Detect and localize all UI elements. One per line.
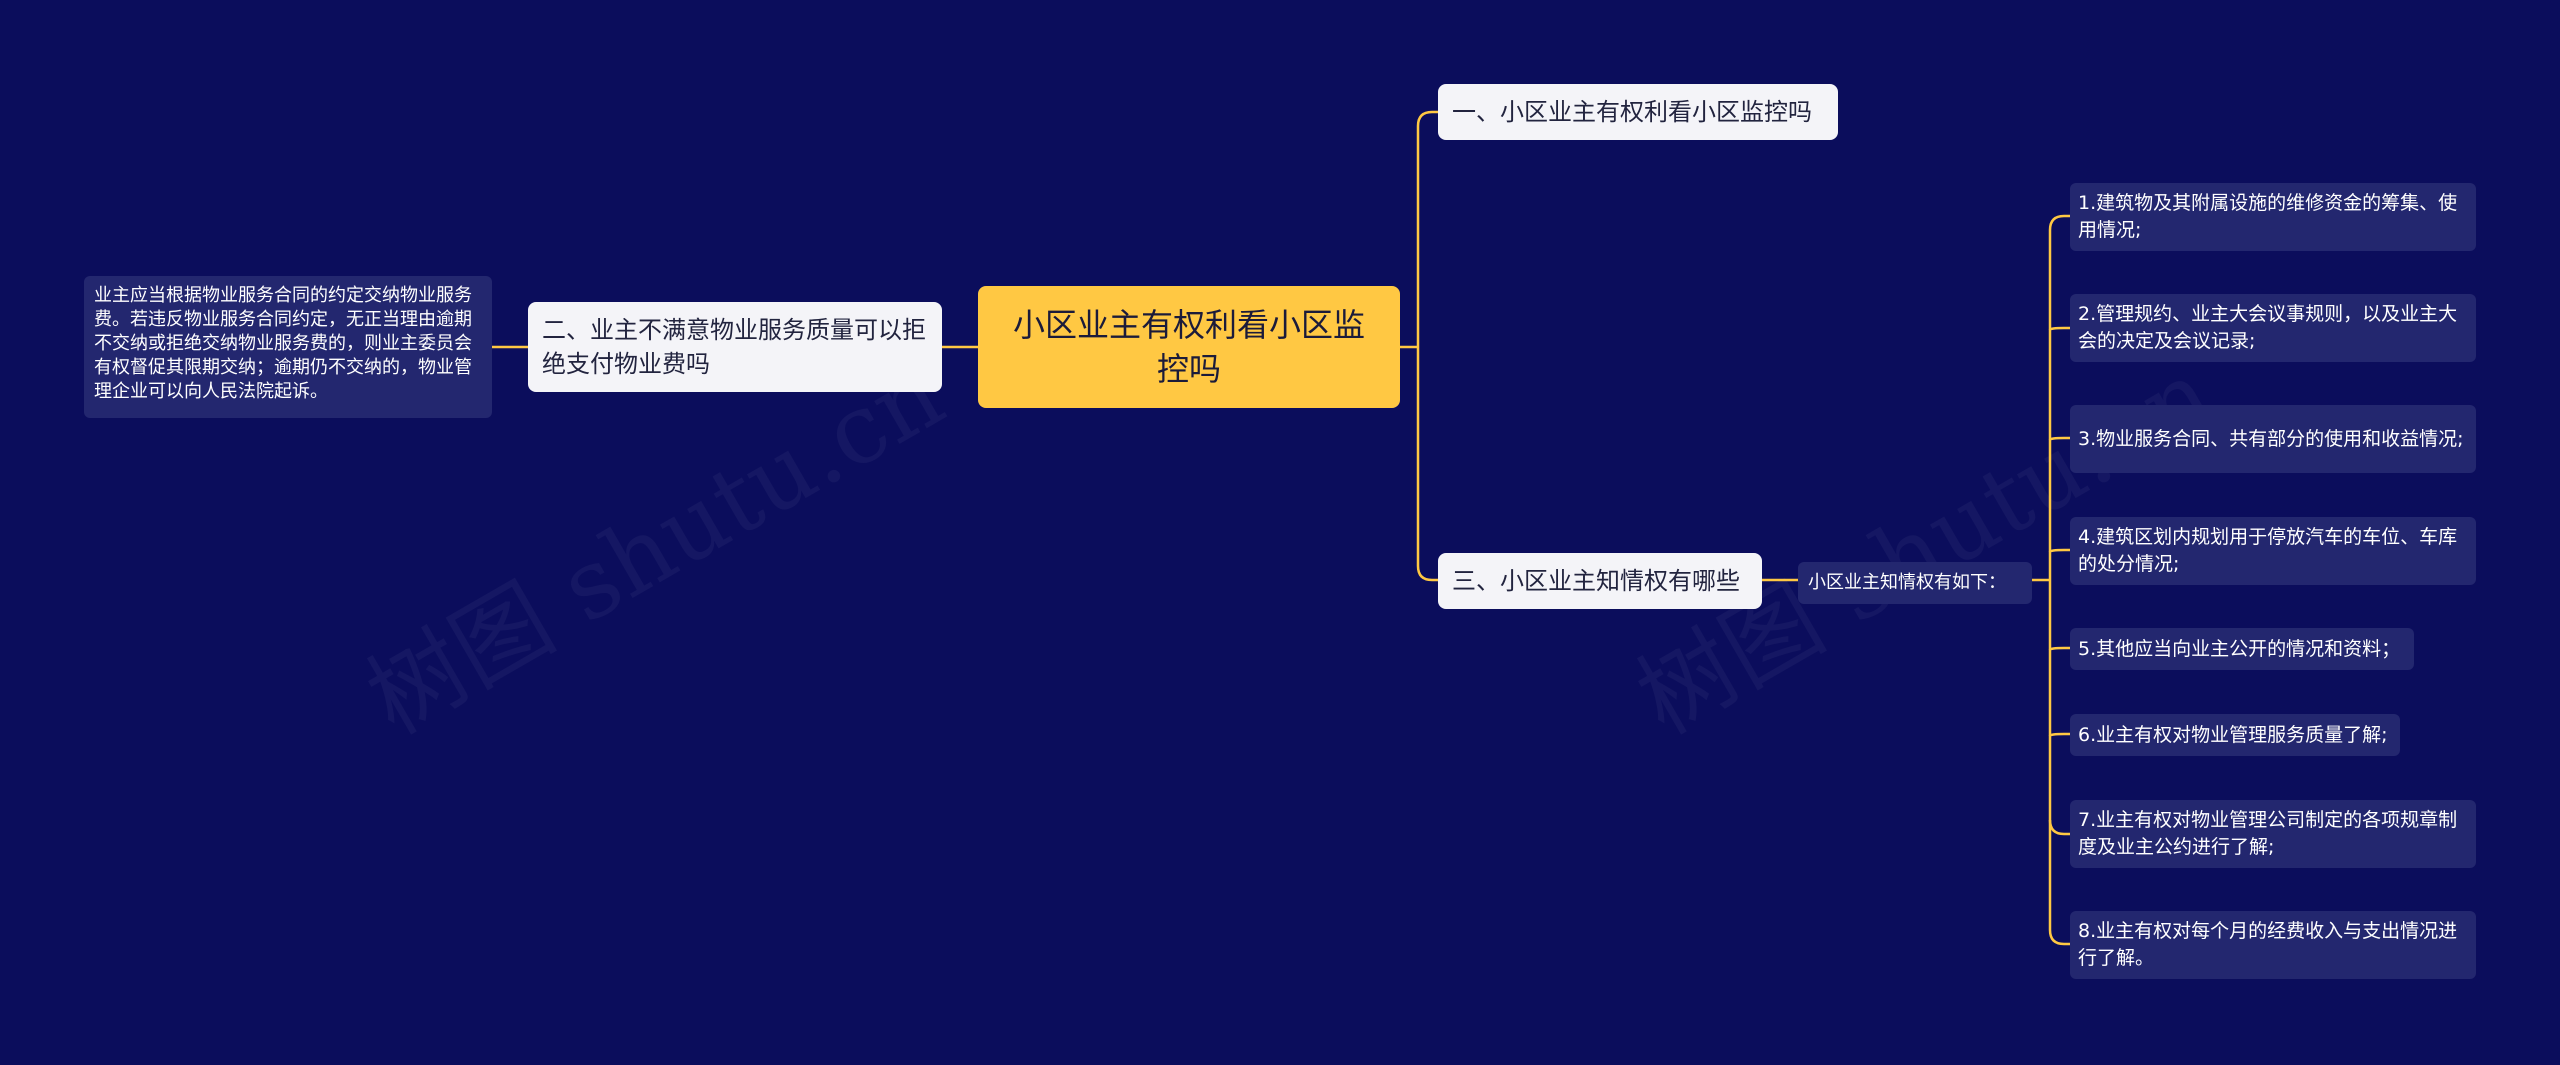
knowledge-item-2[interactable]: 2.管理规约、业主大会议事规则，以及业主大会的决定及会议记录; bbox=[2070, 294, 2476, 362]
connector-item-3 bbox=[2048, 436, 2070, 441]
knowledge-item-6[interactable]: 6.业主有权对物业管理服务质量了解; bbox=[2070, 714, 2400, 756]
branch-3-topic[interactable]: 三、小区业主知情权有哪些 bbox=[1438, 553, 1762, 609]
connector-to-branch-3 bbox=[1416, 347, 1438, 582]
knowledge-item-5[interactable]: 5.其他应当向业主公开的情况和资料； bbox=[2070, 628, 2414, 670]
knowledge-item-3[interactable]: 3.物业服务合同、共有部分的使用和收益情况; bbox=[2070, 405, 2476, 473]
branch-2-detail[interactable]: 业主应当根据物业服务合同的约定交纳物业服务费。若违反物业服务合同约定，无正当理由… bbox=[84, 276, 492, 418]
connector-to-branch-1 bbox=[1416, 110, 1438, 347]
branch-3-sub-label[interactable]: 小区业主知情权有如下： bbox=[1798, 562, 2032, 604]
connector-item-5 bbox=[2048, 646, 2070, 651]
connector-item-4 bbox=[2048, 548, 2070, 553]
connector-item-1 bbox=[2048, 214, 2070, 580]
connector-item-8 bbox=[2048, 819, 2070, 836]
knowledge-item-7[interactable]: 7.业主有权对物业管理公司制定的各项规章制度及业主公约进行了解; bbox=[2070, 800, 2476, 868]
knowledge-item-1[interactable]: 1.建筑物及其附属设施的维修资金的筹集、使用情况; bbox=[2070, 183, 2476, 251]
connector-item-6 bbox=[2048, 732, 2070, 737]
branch-1-topic[interactable]: 一、小区业主有权利看小区监控吗 bbox=[1438, 84, 1838, 140]
knowledge-item-4[interactable]: 4.建筑区划内规划用于停放汽车的车位、车库的处分情况; bbox=[2070, 517, 2476, 585]
connector-item-7 bbox=[2048, 580, 2070, 946]
branch-2-topic[interactable]: 二、业主不满意物业服务质量可以拒绝支付物业费吗 bbox=[528, 302, 942, 392]
connector-item-2 bbox=[2048, 326, 2070, 331]
root-topic[interactable]: 小区业主有权利看小区监控吗 bbox=[978, 286, 1400, 408]
knowledge-item-8[interactable]: 8.业主有权对每个月的经费收入与支出情况进行了解。 bbox=[2070, 911, 2476, 979]
